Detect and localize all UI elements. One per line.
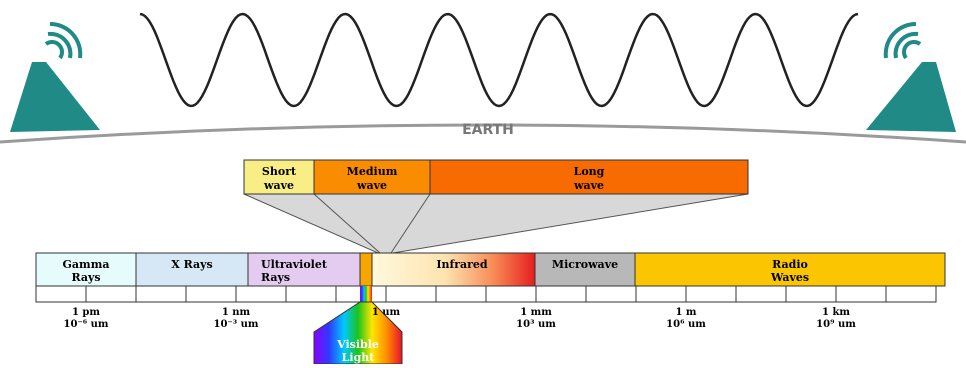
left-antenna-tower-icon [10,21,100,132]
svg-text:Gamma: Gamma [63,258,110,271]
svg-text:Rays: Rays [71,271,100,284]
earth-label: EARTH [462,122,514,138]
zoom-funnel [243,193,749,254]
band-radio-waves: Radio Waves [634,252,946,287]
svg-text:Light: Light [342,351,376,364]
band-ultraviolet-rays: Ultraviolet Rays [247,252,361,287]
svg-text:Short: Short [262,165,297,178]
svg-text:10⁶ um: 10⁶ um [666,319,706,330]
subband-short-wave: Short wave [243,159,315,195]
svg-text:10⁻³ um: 10⁻³ um [214,319,259,330]
svg-text:1 m: 1 m [675,307,696,318]
svg-text:10⁻⁶ um: 10⁻⁶ um [64,319,109,330]
svg-text:10³ um: 10³ um [516,319,556,330]
visible-strip [359,252,373,287]
subband-medium-wave: Medium wave [313,159,431,195]
band-infrared: Infrared [371,252,536,287]
scale-label-1km: 1 km 10⁹ um [816,307,856,330]
scale-label-1m: 1 m 10⁶ um [666,307,706,330]
svg-text:1 pm: 1 pm [72,307,100,318]
svg-text:1 mm: 1 mm [520,307,552,318]
svg-text:Infrared: Infrared [436,258,488,271]
svg-text:Microwave: Microwave [552,258,618,271]
scale-ruler [35,285,937,303]
scale-label-1um: 1 um [372,307,401,318]
sine-wave [139,12,859,108]
svg-text:Visible: Visible [336,338,379,351]
visible-light-beam: Visible Light [313,286,403,365]
svg-text:Waves: Waves [770,271,809,284]
svg-text:wave: wave [263,179,294,192]
right-antenna-tower-icon [866,21,956,132]
svg-text:X Rays: X Rays [171,258,212,271]
svg-text:10⁹ um: 10⁹ um [816,319,856,330]
svg-text:1 km: 1 km [822,307,850,318]
svg-text:wave: wave [573,179,604,192]
svg-text:1 um: 1 um [372,307,401,318]
earth-arc [0,123,966,144]
svg-text:Rays: Rays [261,271,290,284]
svg-text:1 nm: 1 nm [222,307,251,318]
band-x-rays: X Rays [135,252,249,287]
scale-label-1nm: 1 nm 10⁻³ um [214,307,259,330]
band-microwave: Microwave [534,252,636,287]
band-gamma-rays: Gamma Rays [35,252,137,287]
subband-long-wave: Long wave [429,159,749,195]
svg-text:Ultraviolet: Ultraviolet [261,258,328,271]
svg-text:Medium: Medium [347,165,398,178]
svg-text:Radio: Radio [772,258,808,271]
scale-label-1pm: 1 pm 10⁻⁶ um [64,307,109,330]
svg-text:Long: Long [574,165,605,178]
scale-label-1mm: 1 mm 10³ um [516,307,556,330]
svg-text:wave: wave [356,179,387,192]
